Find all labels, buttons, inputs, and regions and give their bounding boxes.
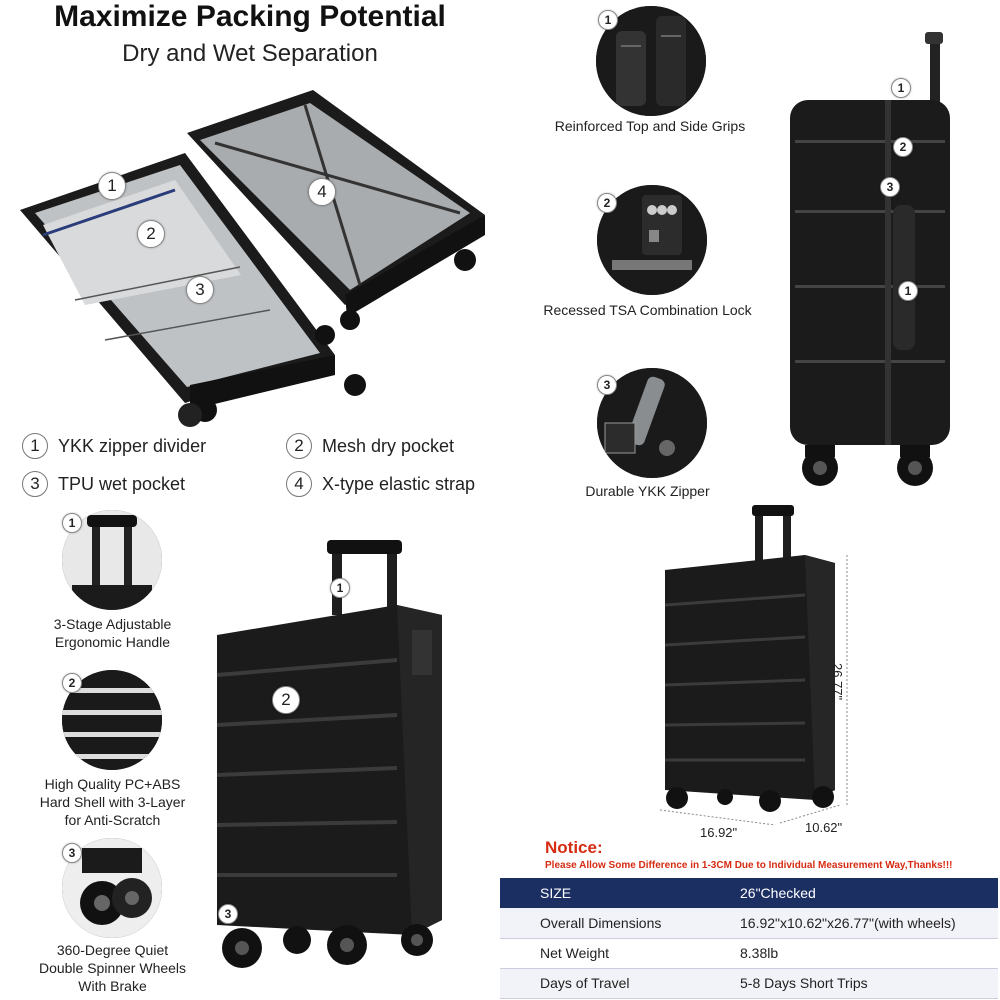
specs-key: Days of Travel bbox=[500, 968, 700, 999]
specs-header-row: SIZE 26"Checked bbox=[500, 878, 998, 908]
lock-caption: Recessed TSA Combination Lock bbox=[543, 302, 752, 318]
zipper-caption: Durable YKK Zipper bbox=[585, 483, 710, 499]
dimension-suitcase-image bbox=[659, 505, 848, 825]
interior-feature-1: 1 YKK zipper divider bbox=[22, 433, 206, 459]
caption-line: Hard Shell with 3-Layer bbox=[39, 794, 186, 811]
side-badge-1: 1 bbox=[891, 78, 911, 98]
feature-label: TPU wet pocket bbox=[58, 473, 186, 494]
interior-badge-2: 2 bbox=[137, 220, 165, 248]
caption-line: High Quality PC+ABS bbox=[44, 776, 181, 792]
front-badge-2: 2 bbox=[272, 686, 300, 714]
notice-text: Please Allow Some Difference in 1-3CM Du… bbox=[545, 860, 953, 871]
caption-line: 3-Stage Adjustable bbox=[53, 616, 172, 632]
side-badge-2: 2 bbox=[893, 137, 913, 157]
feature-label: YKK zipper divider bbox=[58, 435, 207, 456]
caption-line: Ergonomic Handle bbox=[54, 634, 171, 651]
interior-feature-3: 3 TPU wet pocket bbox=[22, 471, 185, 497]
specs-key: Net Weight bbox=[500, 938, 700, 969]
wheel-caption: 360-Degree Quiet Double Spinner Wheels W… bbox=[30, 941, 195, 996]
interior-badge-3: 3 bbox=[186, 276, 214, 304]
interior-badge-1: 1 bbox=[98, 172, 126, 200]
front-badge-1: 1 bbox=[330, 578, 350, 598]
specs-value: 16.92"x10.62"x26.77"(with wheels) bbox=[700, 908, 998, 939]
left-badge-1: 1 bbox=[62, 513, 82, 533]
specs-table: SIZE 26"Checked Overall Dimensions 16.92… bbox=[500, 878, 998, 999]
open-suitcase-image bbox=[20, 90, 485, 427]
left-badge-2: 2 bbox=[62, 673, 82, 693]
front-suitcase-image bbox=[216, 540, 442, 968]
detail-badge-3: 3 bbox=[597, 375, 617, 395]
side-suitcase-image bbox=[790, 32, 950, 486]
page-subtitle: Dry and Wet Separation bbox=[122, 40, 378, 67]
feature-label: Mesh dry pocket bbox=[322, 435, 455, 456]
page-title: Maximize Packing Potential bbox=[54, 0, 446, 33]
interior-feature-2: 2 Mesh dry pocket bbox=[286, 433, 454, 459]
interior-badge-4: 4 bbox=[308, 178, 336, 206]
caption-line: 360-Degree Quiet bbox=[56, 942, 169, 958]
left-badge-3: 3 bbox=[62, 843, 82, 863]
side-badge-4: 1 bbox=[898, 281, 918, 301]
specs-row: Net Weight 8.38lb bbox=[500, 938, 998, 969]
handle-detail-image bbox=[62, 510, 162, 610]
specs-row: Overall Dimensions 16.92"x10.62"x26.77"(… bbox=[500, 908, 998, 939]
specs-key: Overall Dimensions bbox=[500, 908, 700, 939]
dimension-height: 26.77" bbox=[830, 663, 845, 701]
caption-line: for Anti-Scratch bbox=[64, 812, 161, 829]
side-badge-3: 3 bbox=[880, 177, 900, 197]
grip-caption: Reinforced Top and Side Grips bbox=[554, 118, 746, 134]
interior-feature-4: 4 X-type elastic strap bbox=[286, 471, 475, 497]
detail-badge-1: 1 bbox=[598, 10, 618, 30]
specs-header-value: 26"Checked bbox=[700, 878, 998, 908]
notice-title: Notice: bbox=[545, 838, 603, 857]
shell-caption: High Quality PC+ABS Hard Shell with 3-La… bbox=[30, 775, 195, 830]
feature-number: 2 bbox=[286, 433, 312, 459]
front-badge-3: 3 bbox=[218, 904, 238, 924]
handle-caption: 3-Stage Adjustable Ergonomic Handle bbox=[30, 615, 195, 651]
dimension-depth: 10.62" bbox=[805, 820, 843, 835]
feature-number: 4 bbox=[286, 471, 312, 497]
specs-header-key: SIZE bbox=[500, 878, 700, 908]
feature-label: X-type elastic strap bbox=[322, 473, 476, 494]
detail-badge-2: 2 bbox=[597, 193, 617, 213]
wheel-detail-image bbox=[62, 838, 162, 938]
feature-number: 1 bbox=[22, 433, 48, 459]
dimension-width: 16.92" bbox=[700, 825, 738, 840]
feature-number: 3 bbox=[22, 471, 48, 497]
specs-value: 8.38lb bbox=[700, 938, 998, 969]
caption-line: With Brake bbox=[78, 978, 147, 995]
specs-value: 5-8 Days Short Trips bbox=[700, 968, 998, 999]
specs-row: Days of Travel 5-8 Days Short Trips bbox=[500, 968, 998, 999]
caption-line: Double Spinner Wheels bbox=[38, 960, 187, 977]
